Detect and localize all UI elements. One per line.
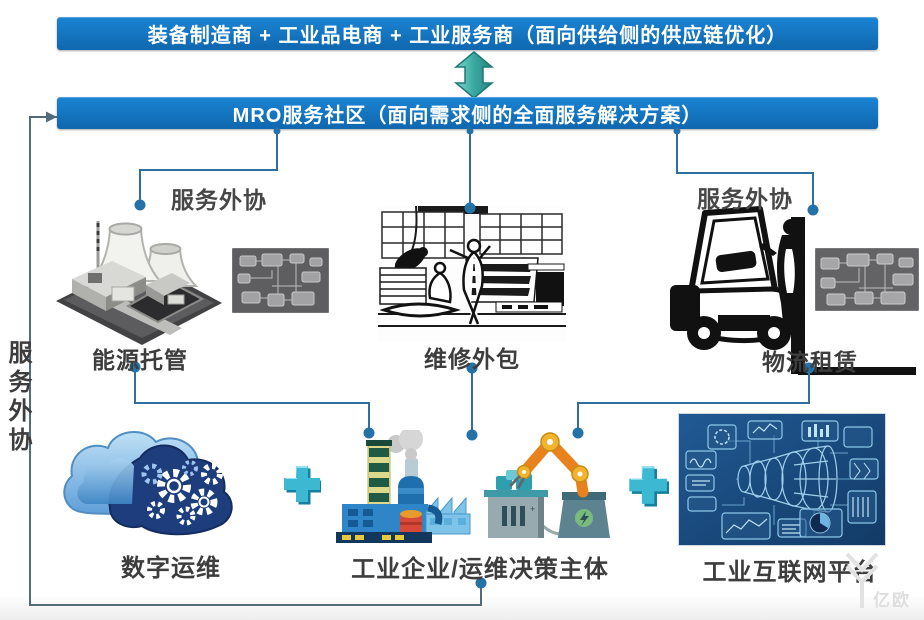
watermark-y-icon <box>845 552 879 608</box>
enterprise-label: 工业企业/运维决策主体 <box>351 556 609 583</box>
line-logistics-to-enterprise <box>577 370 810 431</box>
digital-om-cloud-image <box>63 430 233 536</box>
maintenance-outsourcing-label: 维修外包 <box>424 346 520 372</box>
watermark-logo: 亿欧 <box>845 550 923 616</box>
forklift-image <box>670 206 916 375</box>
circuit-board-image-left <box>232 248 329 313</box>
digital-om-label: 数字运维 <box>121 555 221 582</box>
power-plant-image <box>56 221 222 345</box>
energy-hosting-label: 能源托管 <box>92 347 188 373</box>
svg-text:+: + <box>530 504 535 514</box>
line-mro-to-logistics <box>676 130 814 208</box>
line-mro-to-energy <box>139 130 278 203</box>
logistics-leasing-label: 物流租赁 <box>762 349 858 375</box>
supply-side-banner: 装备制造商 + 工业品电商 + 工业服务商（面向供给侧的供应链优化） <box>57 17 878 50</box>
line-enterprise-to-mro-loop <box>29 116 482 606</box>
outsource-label-right: 服务外协 <box>697 186 793 212</box>
outsource-label-left: 服务外协 <box>171 187 267 213</box>
maintenance-workshop-image <box>378 206 566 342</box>
plus-icon <box>629 466 669 507</box>
arrowhead-into-mro <box>46 111 57 123</box>
robot-arm-image: + <box>484 432 610 538</box>
circuit-board-image-right <box>815 248 919 311</box>
factory-image <box>336 430 471 543</box>
line-energy-to-enterprise <box>134 369 370 431</box>
plus-icon <box>284 466 321 505</box>
watermark-text: 亿欧 <box>873 591 911 610</box>
platform-label: 工业互联网平台 <box>702 559 878 586</box>
industrial-internet-platform-image <box>678 413 886 546</box>
outsource-label-side: 服务外协 <box>4 340 31 456</box>
mro-community-banner: MRO服务社区（面向需求侧的全面服务解决方案） <box>57 97 878 129</box>
